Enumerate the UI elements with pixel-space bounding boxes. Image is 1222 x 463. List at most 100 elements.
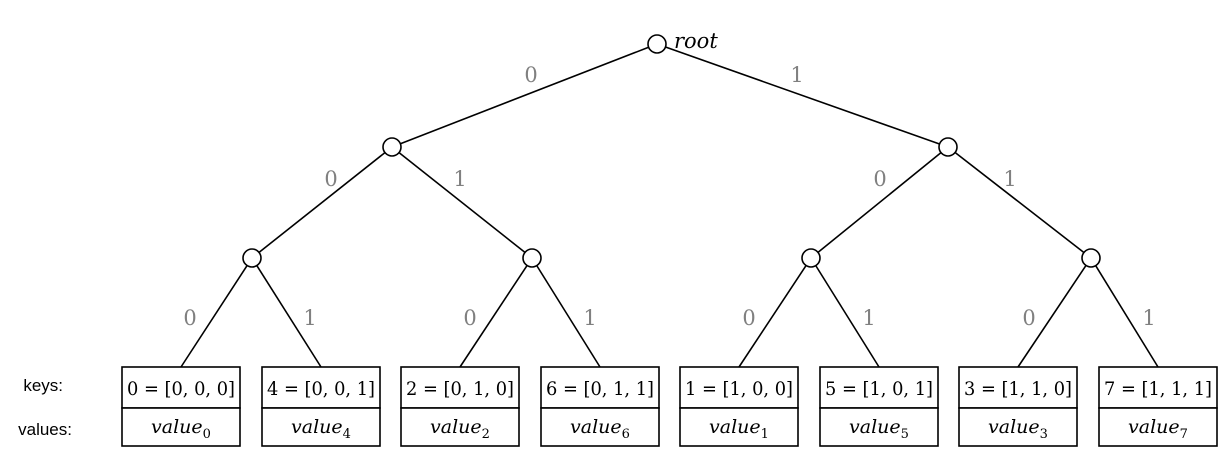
keys-row-label: keys: xyxy=(23,376,63,395)
tree-edge xyxy=(1095,265,1159,368)
value-subscript: 2 xyxy=(482,427,490,442)
value-name: value xyxy=(151,416,203,438)
key-box xyxy=(121,366,241,409)
edge-label-0: 0 xyxy=(873,167,886,191)
edge-label-1: 1 xyxy=(1003,167,1016,191)
key-text: 0 = [0, 0, 0] xyxy=(127,378,235,400)
tree-edge xyxy=(258,151,386,254)
key-box xyxy=(819,366,939,409)
tree-node xyxy=(801,248,821,268)
key-text: 7 = [1, 1, 1] xyxy=(1104,378,1212,400)
tree-node xyxy=(382,137,402,157)
value-text: value5 xyxy=(849,416,909,442)
edge-labels-group: 0 1 0 1 0 1 0 1 0 1 0 1 0 1 xyxy=(183,63,1155,330)
value-box xyxy=(121,407,241,447)
edge-label-0: 0 xyxy=(463,306,476,330)
key-box xyxy=(261,366,381,409)
nodes-group xyxy=(242,34,1101,268)
tree-edge xyxy=(398,151,526,254)
value-subscript: 5 xyxy=(901,427,909,442)
key-box xyxy=(958,366,1078,409)
edge-label-1: 1 xyxy=(583,306,596,330)
leaf-2: 2 = [0, 1, 0] value2 xyxy=(400,366,520,447)
value-text: value3 xyxy=(988,416,1048,442)
key-box xyxy=(540,366,660,409)
key-text: 6 = [0, 1, 1] xyxy=(546,378,654,400)
tree-edge xyxy=(738,265,807,368)
tree-edge xyxy=(815,265,880,368)
value-subscript: 7 xyxy=(1180,427,1188,442)
tree-edge xyxy=(400,46,649,145)
value-subscript: 1 xyxy=(761,427,769,442)
edges-group xyxy=(180,46,1159,368)
value-text: value4 xyxy=(291,416,351,442)
tree-edge xyxy=(256,265,322,368)
value-box xyxy=(400,407,520,447)
tree-node xyxy=(242,248,262,268)
key-box xyxy=(1098,366,1218,409)
edge-label-0: 0 xyxy=(1022,306,1035,330)
root-label: root xyxy=(674,29,718,53)
tree-edge xyxy=(665,46,940,145)
leaf-6: 3 = [1, 1, 0] value3 xyxy=(958,366,1078,447)
value-subscript: 0 xyxy=(203,427,211,442)
value-box xyxy=(1098,407,1218,447)
key-text: 4 = [0, 0, 1] xyxy=(267,378,375,400)
value-name: value xyxy=(570,416,622,438)
tree-edge xyxy=(817,152,942,253)
values-row-label: values: xyxy=(18,420,72,439)
edge-label-1: 1 xyxy=(862,306,875,330)
value-box xyxy=(819,407,939,447)
edge-label-0: 0 xyxy=(324,167,337,191)
value-subscript: 3 xyxy=(1040,427,1048,442)
key-text: 3 = [1, 1, 0] xyxy=(964,378,1072,400)
value-subscript: 4 xyxy=(343,427,351,442)
value-name: value xyxy=(988,416,1040,438)
edge-label-1: 1 xyxy=(303,306,316,330)
leaf-7: 7 = [1, 1, 1] value7 xyxy=(1098,366,1218,447)
root-node xyxy=(647,34,667,54)
edge-label-0: 0 xyxy=(742,306,755,330)
edge-label-1: 1 xyxy=(790,63,803,87)
value-box xyxy=(261,407,381,447)
leaf-3: 6 = [0, 1, 1] value6 xyxy=(540,366,660,447)
tree-edge xyxy=(954,151,1085,254)
key-text: 2 = [0, 1, 0] xyxy=(406,378,514,400)
edge-label-0: 0 xyxy=(524,63,537,87)
value-name: value xyxy=(849,416,901,438)
edge-label-1: 1 xyxy=(453,167,466,191)
value-text: value7 xyxy=(1128,416,1188,442)
tree-edge xyxy=(459,265,528,368)
edge-label-0: 0 xyxy=(183,306,196,330)
tree-edge xyxy=(536,265,601,368)
leaf-1: 4 = [0, 0, 1] value4 xyxy=(261,366,381,447)
value-name: value xyxy=(1128,416,1180,438)
tree-edge xyxy=(180,265,248,368)
value-box xyxy=(679,407,799,447)
edge-label-1: 1 xyxy=(1142,306,1155,330)
value-name: value xyxy=(430,416,482,438)
key-text: 1 = [1, 0, 0] xyxy=(685,378,793,400)
value-text: value2 xyxy=(430,416,490,442)
key-box xyxy=(400,366,520,409)
value-name: value xyxy=(709,416,761,438)
value-box xyxy=(540,407,660,447)
value-text: value6 xyxy=(570,416,630,442)
key-text: 5 = [1, 0, 1] xyxy=(825,378,933,400)
leaf-4: 1 = [1, 0, 0] value1 xyxy=(679,366,799,447)
value-subscript: 6 xyxy=(622,427,630,442)
value-text: value0 xyxy=(151,416,211,442)
tree-edge xyxy=(1017,265,1087,368)
tree-node xyxy=(522,248,542,268)
leaf-0: 0 = [0, 0, 0] value0 xyxy=(121,366,241,447)
leaf-5: 5 = [1, 0, 1] value5 xyxy=(819,366,939,447)
value-text: value1 xyxy=(709,416,769,442)
value-name: value xyxy=(291,416,343,438)
tree-node xyxy=(938,137,958,157)
tree-node xyxy=(1081,248,1101,268)
value-box xyxy=(958,407,1078,447)
key-box xyxy=(679,366,799,409)
